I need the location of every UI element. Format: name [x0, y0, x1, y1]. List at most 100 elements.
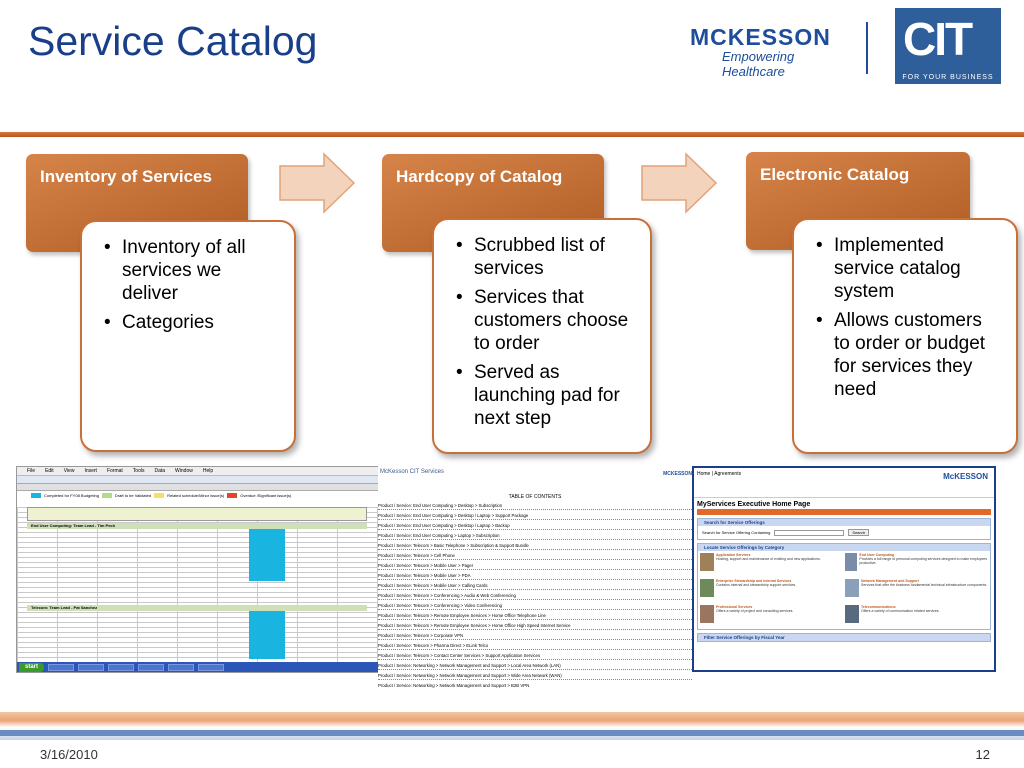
portal-category-row: Enterprise Stewardship and Internal Serv… [698, 577, 990, 603]
stage-1-bullet: Categories [102, 311, 280, 334]
category-image [845, 579, 859, 597]
portal-search-input [774, 529, 845, 536]
stage-3-bullet: Implemented service catalog system [814, 234, 1002, 303]
stage-2-bullet: Services that customers choose to order [454, 286, 636, 355]
spreadsheet-menu-item: File [27, 468, 36, 474]
toc-line: Product / Service: End User Computing > … [378, 530, 692, 540]
legend-label: Overdue /Significant issue(s) [240, 492, 292, 498]
portal-page-title: MyServices Executive Home Page [697, 501, 811, 508]
spreadsheet-legend: Completed for FY08 Budgeting Draft to be… [17, 491, 382, 499]
header-rule [0, 132, 1024, 137]
legend-label: Completed for FY08 Budgeting [44, 492, 99, 498]
portal-top-bar: Home | Agreements McKESSON [694, 468, 994, 498]
stage-3-card: Implemented service catalog system Allow… [792, 218, 1018, 454]
toc-line: Product / Service: End User Computing > … [378, 510, 692, 520]
toc-line: Product / Service: Telecom > Basic Telep… [378, 540, 692, 550]
legend-label: Draft to be Validated [114, 492, 152, 498]
stage-2-title: Hardcopy of Catalog [396, 167, 563, 186]
portal-search-panel: Search for Service Offerings Search for … [697, 518, 991, 540]
toc-line: Product / Service: Telecom > Cell Phone [378, 550, 692, 560]
spreadsheet-menu-item: Format [106, 468, 123, 474]
legend-label: Related schedule/Minor issue(s) [167, 492, 225, 498]
catalog-document-toc-heading: TABLE OF CONTENTS [508, 494, 562, 500]
stage-1-title: Inventory of Services [40, 167, 212, 186]
category-desc: Offers a variety of communication relate… [861, 609, 940, 613]
stage-3-bullet: Allows customers to order or budget for … [814, 309, 1002, 401]
taskbar-item [78, 663, 105, 671]
stage-2-card: Scrubbed list of services Services that … [432, 218, 652, 454]
taskbar-item [198, 663, 225, 671]
spreadsheet-screenshot: File Edit View Insert Format Tools Data … [16, 466, 383, 673]
legend-swatch [101, 492, 112, 498]
category-name: Professional Services [716, 605, 753, 609]
portal-screenshot: Home | Agreements McKESSON MyServices Ex… [692, 466, 996, 672]
portal-brand: McKESSON [943, 472, 988, 481]
toc-line: Product / Service: Telecom > Conferencin… [378, 600, 692, 610]
taskbar-item [48, 663, 75, 671]
spreadsheet-menu-item: Data [154, 468, 166, 474]
cit-logo-wordmark: CIT [903, 13, 973, 65]
taskbar-item [108, 663, 135, 671]
portal-filter-panel-title: Filter Service Offerings by Fiscal Year [698, 634, 990, 641]
toc-line: Product / Service: Telecom > Mobile User… [378, 580, 692, 590]
category-name: Network Management and Support [861, 579, 919, 583]
category-image [700, 553, 714, 571]
legend-swatch [227, 492, 238, 498]
spreadsheet-status-block [249, 611, 285, 659]
toc-line: Product / Service: End User Computing > … [378, 520, 692, 530]
catalog-document-logo: MCKESSON [663, 471, 692, 477]
portal-category-cell: Enterprise Stewardship and Internal Serv… [700, 579, 843, 601]
spreadsheet-menu-item: View [63, 468, 75, 474]
spreadsheet-status-block [249, 529, 285, 581]
footer-date: 3/16/2010 [40, 747, 98, 762]
stage-2-bullet: Scrubbed list of services [454, 234, 636, 280]
flow-arrow-icon [641, 152, 718, 214]
mckesson-logo-wordmark: MCKESSON [690, 24, 831, 50]
toc-line: Product / Service: Networking > Network … [378, 670, 692, 680]
stage-3-title: Electronic Catalog [760, 165, 910, 184]
category-name: Telecommunications [861, 605, 896, 609]
portal-search-label: Search for Service Offering Containing [702, 530, 771, 535]
toc-line: Product / Service: Telecom > Pharma Dire… [378, 640, 692, 650]
spreadsheet-menu-item: Edit [45, 468, 54, 474]
category-desc: Services that offer the business fundame… [861, 583, 988, 587]
spreadsheet-header-row [27, 507, 367, 521]
category-name: Application Services [716, 553, 751, 557]
mckesson-logo-tagline: Empowering Healthcare [722, 49, 795, 79]
category-desc: Hosting, support and maintenance of exis… [716, 557, 821, 561]
flow-arrow-icon [279, 152, 356, 214]
spreadsheet-menu-item: Insert [84, 468, 97, 474]
portal-search-panel-title: Search for Service Offerings [698, 519, 990, 526]
slide-title: Service Catalog [28, 18, 318, 64]
category-image [845, 605, 859, 623]
toc-line: Product / Service: Telecom > Remote Empl… [378, 610, 692, 620]
catalog-document-header: McKesson CIT Services MCKESSON [378, 466, 692, 480]
portal-nav: Home | Agreements [697, 471, 742, 477]
category-name: Enterprise Stewardship and Internal Serv… [716, 579, 792, 583]
cit-logo: CIT FOR YOUR BUSINESS [895, 8, 1001, 84]
catalog-document-toc-list: Product / Service: End User Computing > … [378, 500, 692, 688]
mckesson-logo: MCKESSON Empowering Healthcare [690, 24, 850, 79]
toc-line: Product / Service: Telecom > Remote Empl… [378, 620, 692, 630]
portal-search-button: Search [848, 529, 870, 536]
category-image [700, 579, 714, 597]
toc-line: Product / Service: Telecom > Mobile User… [378, 570, 692, 580]
toc-line: Product / Service: End User Computing > … [378, 500, 692, 510]
catalog-document-screenshot: McKesson CIT Services MCKESSON TABLE OF … [378, 466, 692, 688]
portal-category-panel: Locate Service Offerings by Category App… [697, 543, 991, 630]
spreadsheet-menu-item: Tools [132, 468, 145, 474]
legend-swatch [154, 492, 165, 498]
portal-search-row: Search for Service Offering Containing S… [698, 526, 990, 539]
portal-category-panel-title: Locate Service Offerings by Category [698, 544, 990, 551]
stage-1-card: Inventory of all services we deliver Cat… [80, 220, 296, 452]
toc-line: Product / Service: Telecom > Contact Cen… [378, 650, 692, 660]
category-desc: Provides a full range of personal comput… [859, 557, 987, 565]
portal-accent-bar [697, 509, 991, 515]
footer-rule [0, 730, 1024, 736]
